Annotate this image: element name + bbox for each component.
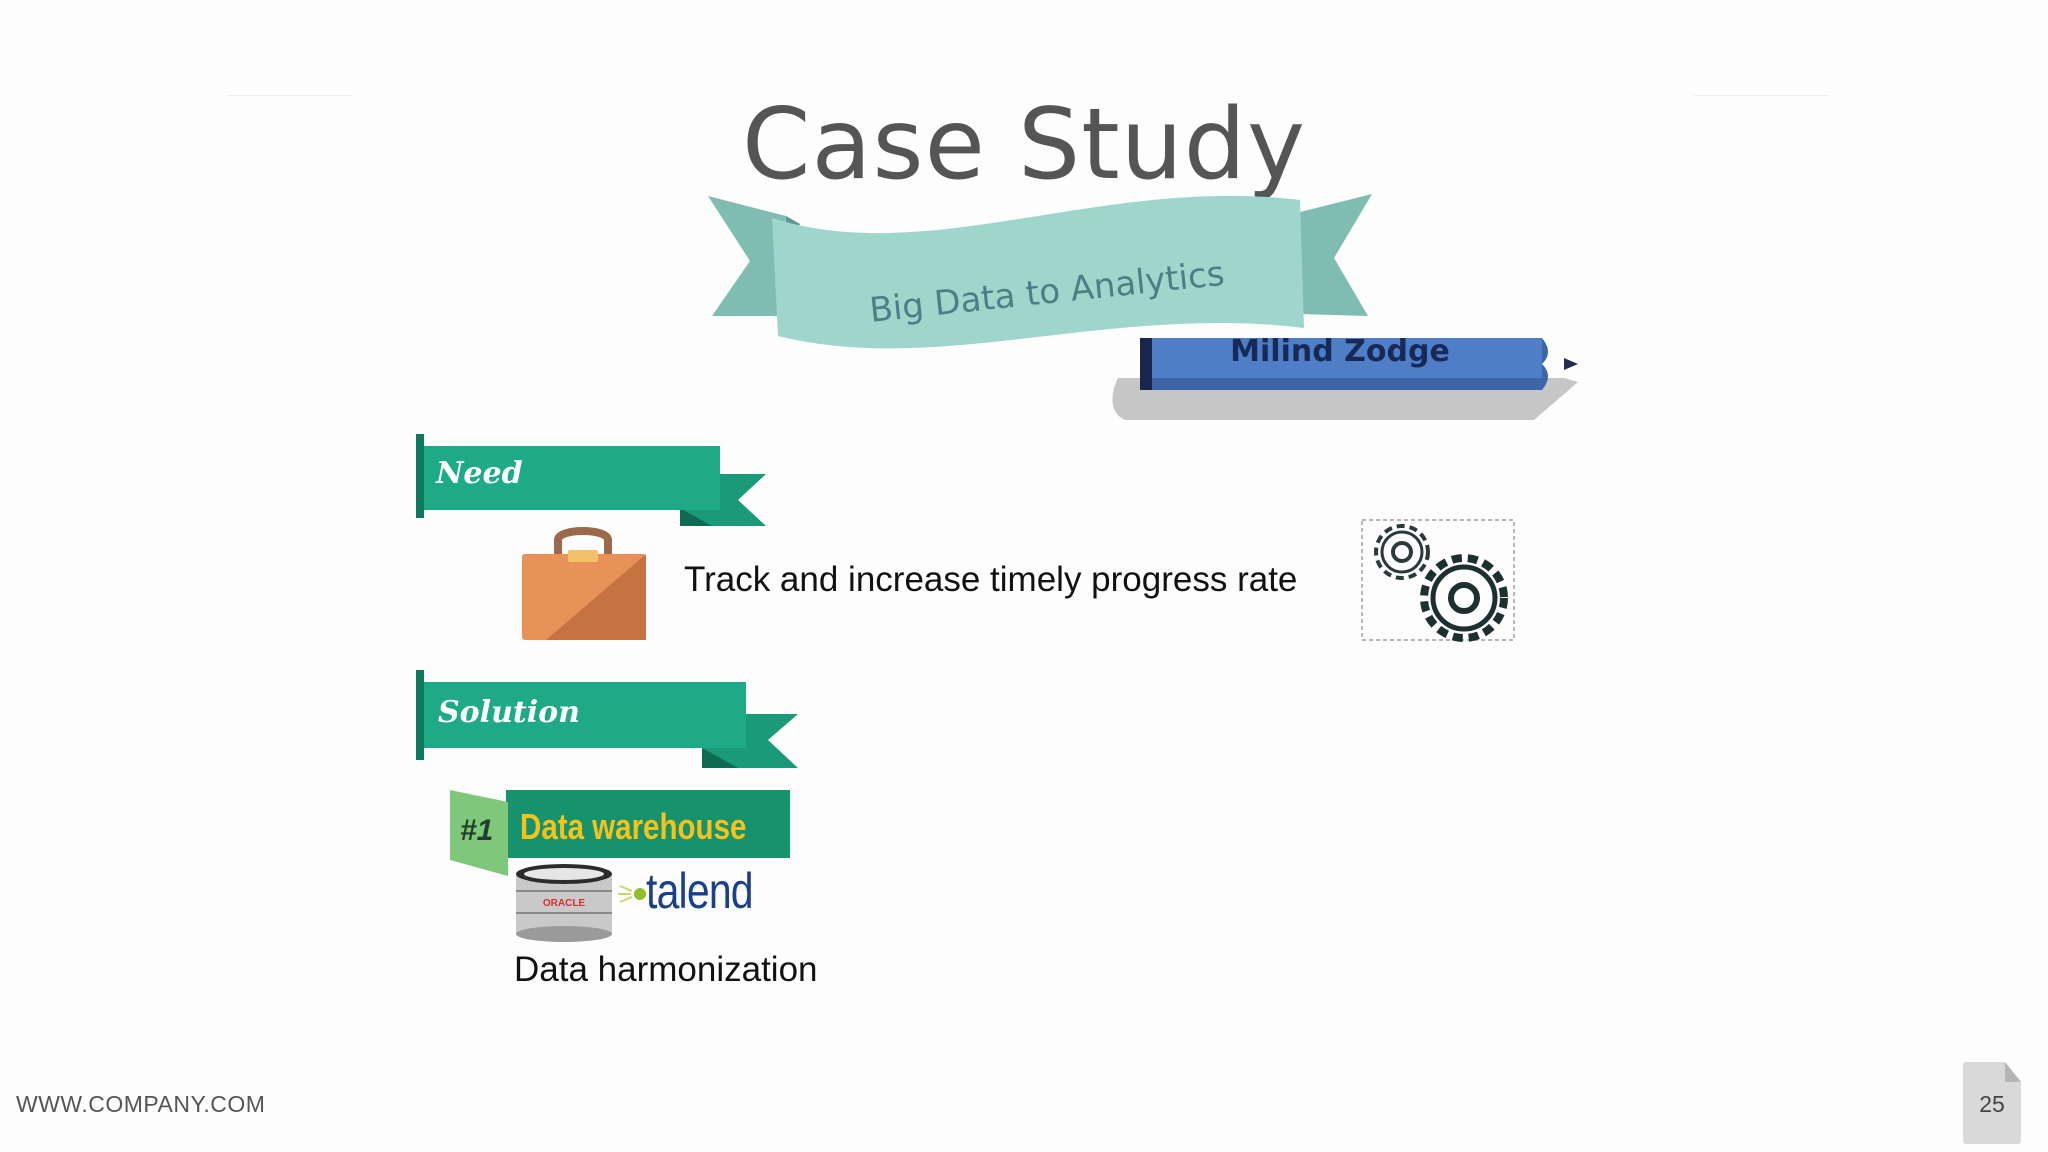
need-tag: [416, 434, 766, 526]
oracle-label: ORACLE: [543, 898, 586, 909]
play-arrow-icon: [1564, 358, 1578, 370]
need-description: Track and increase timely progress rate: [684, 560, 1298, 599]
need-label: Need: [436, 456, 523, 491]
presenter-banner: [1112, 338, 1578, 420]
solution-tag: [416, 670, 798, 768]
ribbon-tail-left: [708, 196, 786, 316]
solution-label: Solution: [438, 695, 580, 730]
selection-frame: [1361, 519, 1515, 641]
page-number: 25: [1979, 1091, 2005, 1117]
large-gear-icon: [1420, 554, 1508, 642]
data-warehouse-banner: [450, 790, 790, 876]
ribbon-body: [772, 195, 1304, 349]
subtitle-ribbon: Big Data to Analytics: [708, 194, 1372, 349]
slide-title: Case Study: [742, 88, 1306, 202]
solution-tag-body: [416, 682, 746, 748]
small-gear-icon: [1374, 524, 1430, 580]
dw-banner-body: [506, 790, 790, 858]
oracle-database-icon: ORACLE: [516, 864, 612, 942]
talend-logo-text: talend: [646, 863, 754, 919]
dw-title: Data warehouse: [520, 806, 747, 847]
ribbon-tail-right: [1292, 194, 1372, 316]
footer-url: WWW.COMPANY.COM: [16, 1091, 266, 1117]
decor-line-right: [1694, 95, 1828, 96]
page-fold-icon: [2005, 1062, 2023, 1084]
presenter-name: Milind Zodge: [1230, 334, 1450, 369]
briefcase-icon: [522, 527, 646, 640]
dw-number-flag: [450, 790, 508, 876]
decor-line-left: [228, 95, 352, 96]
gears-icon[interactable]: [1360, 518, 1516, 642]
dw-item-number: #1: [460, 814, 494, 847]
need-tag-body: [416, 446, 720, 510]
talend-dot-icon: [618, 885, 646, 903]
solution-description: Data harmonization: [514, 950, 818, 989]
